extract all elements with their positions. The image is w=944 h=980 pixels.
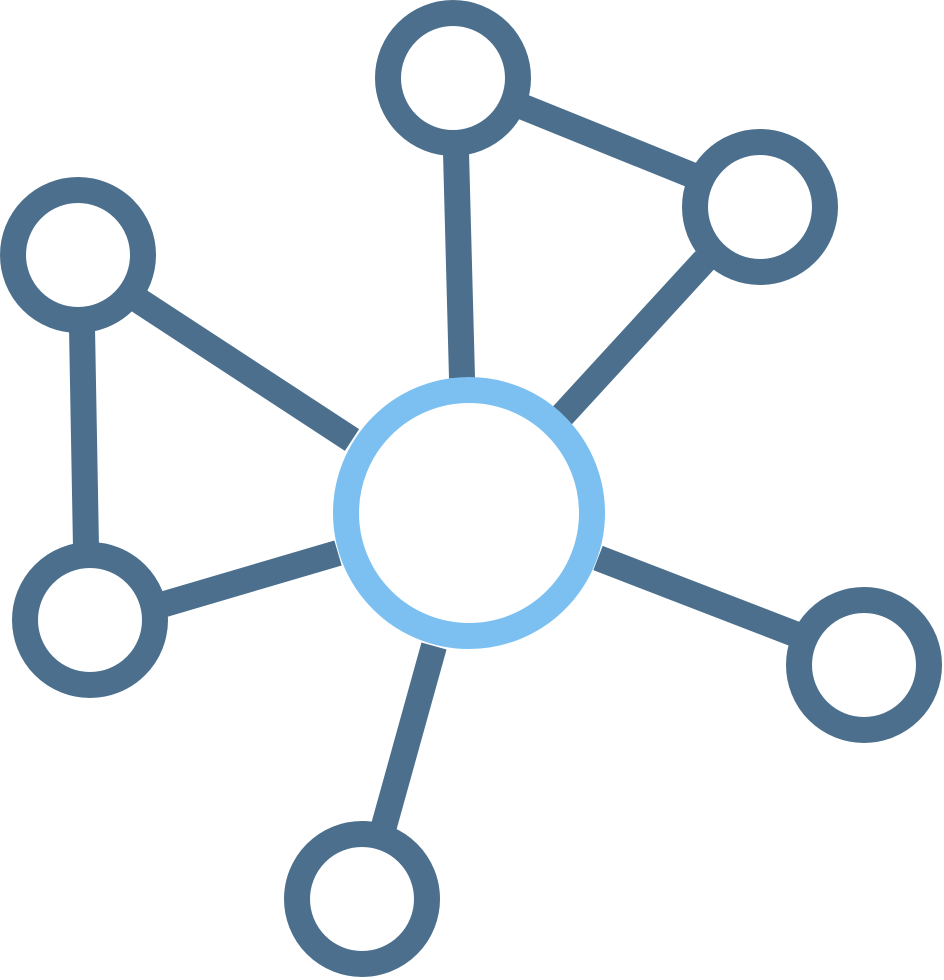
edges bbox=[69, 91, 805, 830]
node-top-right bbox=[682, 129, 838, 285]
node-center bbox=[333, 377, 605, 649]
edge-center-left bbox=[130, 289, 360, 451]
edge-center-topright bbox=[550, 251, 715, 427]
edge-center-right bbox=[593, 545, 805, 649]
edge-center-bottomleft bbox=[154, 540, 342, 619]
node-bottom bbox=[284, 821, 440, 977]
edge-left-bottomleft bbox=[69, 327, 99, 549]
node-right bbox=[786, 587, 942, 743]
node-bottom-left bbox=[12, 542, 168, 698]
edge-top-topright bbox=[511, 91, 699, 189]
node-top bbox=[375, 0, 531, 156]
edge-center-bottom bbox=[371, 642, 447, 830]
node-left bbox=[0, 177, 156, 333]
edge-center-top bbox=[443, 151, 475, 379]
